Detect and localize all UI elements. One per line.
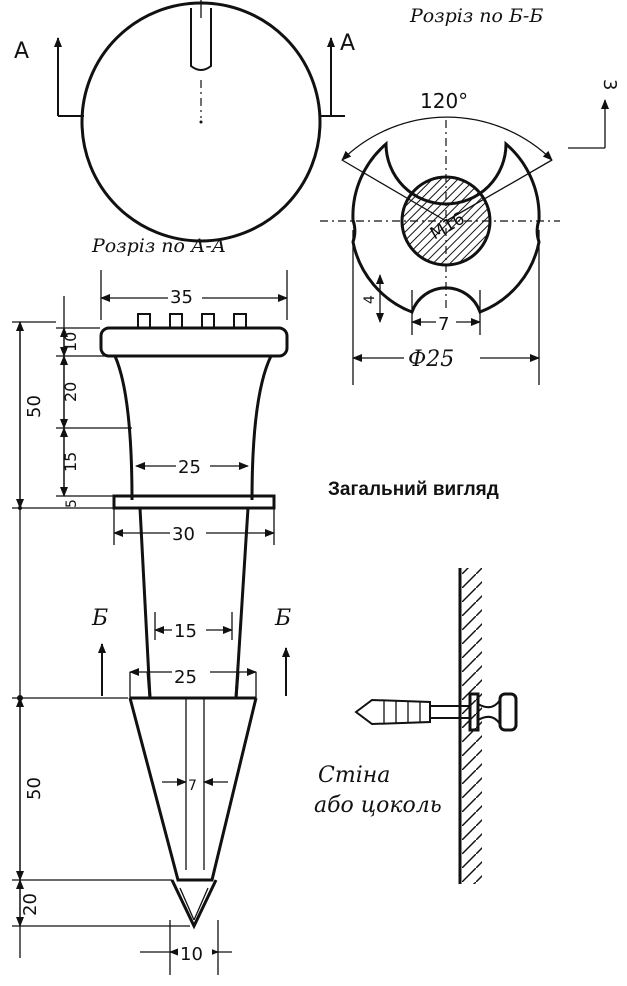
neck-left (113, 355, 134, 501)
top-view: А А (14, 0, 355, 243)
dim-seg-5: 5 (64, 499, 80, 508)
section-aa: Розріз по А-А 35 25 30 (12, 235, 291, 975)
dim-tip-slot: 7 (188, 778, 197, 794)
dim-seg-10: 10 (61, 332, 80, 352)
body-left (138, 507, 152, 699)
angle-label: 120° (420, 89, 468, 113)
dim-small-4: 4 (362, 295, 378, 304)
dim-height-upper: 50 (24, 395, 45, 418)
dim-slot-7: 7 (438, 314, 449, 335)
tooth-2 (169, 313, 183, 329)
mark-a-right: А (340, 31, 355, 56)
dim-tip-width: 10 (180, 944, 203, 965)
angle-arc (341, 116, 553, 161)
body-right (234, 507, 250, 699)
dim-top-width: 35 (170, 287, 193, 308)
tip (170, 879, 218, 930)
section-bb-title: Розріз по Б-Б (409, 5, 543, 27)
mark-b-left: Б (91, 606, 108, 631)
mark-a-left: А (14, 39, 29, 64)
top-view-slot (190, 8, 212, 71)
cone (128, 697, 258, 882)
head (99, 326, 289, 358)
dim-body-25: 25 (174, 667, 197, 688)
tooth-3 (201, 313, 215, 329)
section-aa-title: Розріз по А-А (91, 235, 226, 257)
dim-flange-width: 30 (172, 524, 195, 545)
fastener-tip (354, 698, 431, 726)
dim-height-20: 20 (20, 893, 41, 916)
fastener-head (498, 692, 518, 732)
dim-neck-width: 25 (178, 457, 201, 478)
wall-label-line1: Стіна (318, 763, 390, 788)
section-bb: Розріз по Б-Б M16 120° 3 7 4 Ф25 (320, 5, 620, 385)
tooth-4 (233, 313, 247, 329)
dim-height-lower: 50 (24, 777, 45, 800)
wall-label-line2: або цоколь (314, 793, 442, 818)
neck-right (250, 355, 273, 501)
wall-hatch (462, 568, 482, 884)
flange (112, 494, 276, 510)
mark-3: 3 (599, 79, 620, 90)
mark-b-right: Б (274, 606, 291, 631)
dim-diameter: Ф25 (408, 347, 454, 372)
tooth-1 (137, 313, 151, 329)
dim-seg-15: 15 (61, 452, 80, 472)
general-view-title: Загальний вигляд (328, 479, 499, 500)
dim-body-15: 15 (174, 621, 197, 642)
general-view: Загальний вигляд Стіна або цоколь (314, 479, 518, 884)
dim-seg-20: 20 (61, 382, 80, 402)
